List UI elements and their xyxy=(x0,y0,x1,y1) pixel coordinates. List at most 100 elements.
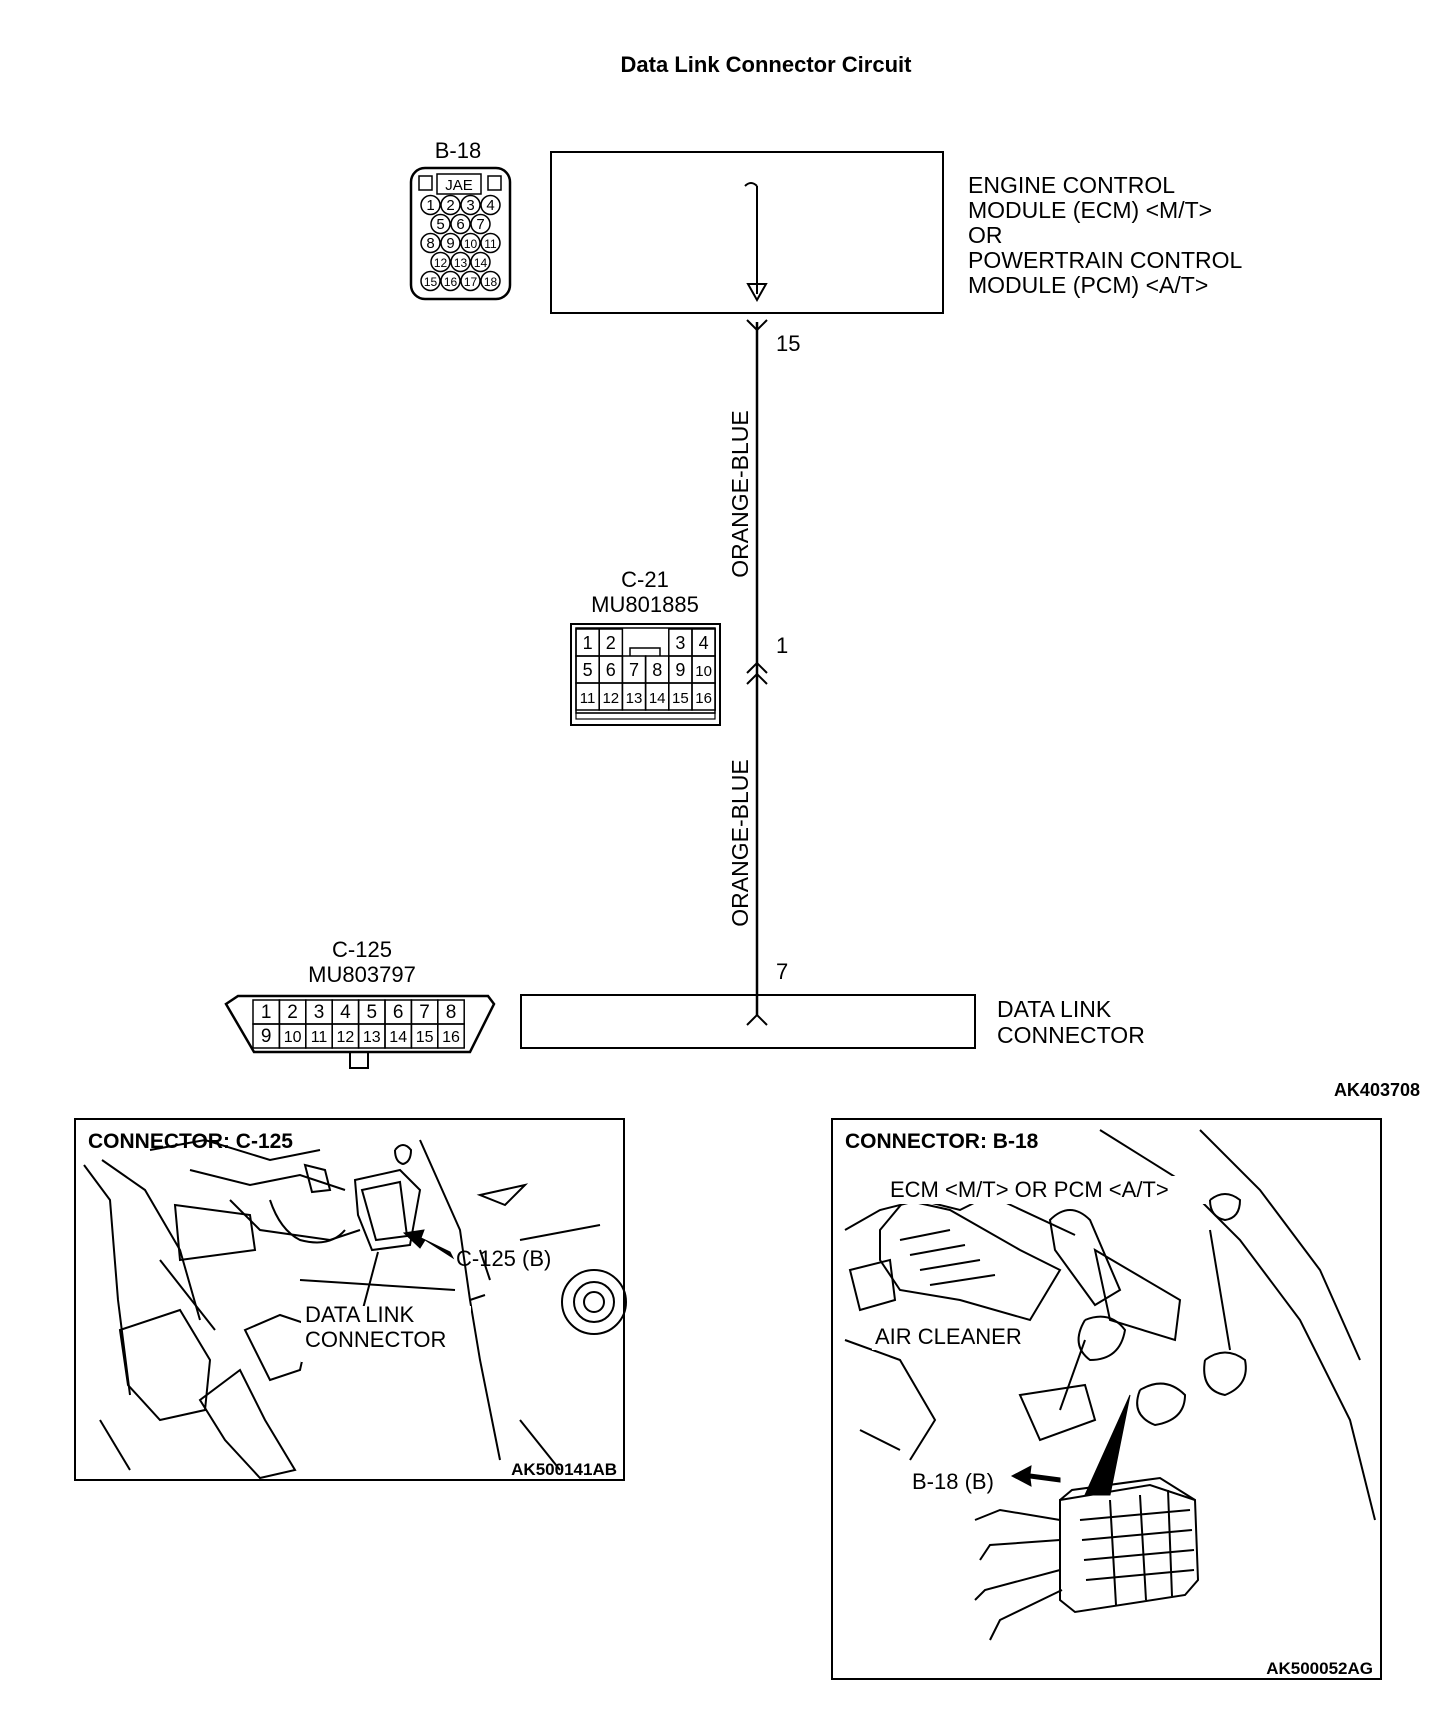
c21-pin-number: 1 xyxy=(776,633,788,658)
c21-pin-number: 15 xyxy=(672,690,689,707)
b18-pin-number: 1 xyxy=(426,197,434,214)
c125-arrow-icon xyxy=(402,1229,455,1260)
c125-pin-number: 3 xyxy=(314,1002,325,1023)
c125-pin-number: 14 xyxy=(389,1029,407,1046)
panel-b18-callout: B-18 (B) xyxy=(912,1469,994,1494)
panel-b18: CONNECTOR: B-18 ECM <M/T> OR PCM <A/T> A… xyxy=(831,1118,1382,1680)
c125-pin-number: 11 xyxy=(311,1029,328,1046)
b18-pin xyxy=(440,232,461,254)
panel-c125-heading: CONNECTOR: C-125 xyxy=(88,1130,293,1153)
c21-pin-number: 3 xyxy=(675,633,685,653)
b18-pin xyxy=(480,194,501,216)
b18-pin-number: 4 xyxy=(486,197,494,214)
wire-color-upper: ORANGE-BLUE xyxy=(727,410,753,577)
dlc-name-line2: CONNECTOR xyxy=(997,1022,1145,1048)
b18-pin xyxy=(440,270,461,292)
panel-c125-label-line2: CONNECTOR xyxy=(305,1327,446,1352)
b18-pin xyxy=(460,270,481,292)
panel-c125-label-line1: DATA LINK xyxy=(305,1302,415,1327)
b18-pin xyxy=(450,213,471,235)
b18-pin xyxy=(470,251,491,273)
b18-pin xyxy=(430,251,451,273)
svg-text:OR: OR xyxy=(968,222,1003,248)
ecm-terminal-symbol xyxy=(746,319,768,332)
svg-text:MODULE (PCM) <A/T>: MODULE (PCM) <A/T> xyxy=(968,272,1208,298)
c21-part-number: MU801885 xyxy=(591,592,699,617)
b18-pointer-icon xyxy=(1084,1394,1131,1496)
c125-pin-number: 2 xyxy=(287,1002,298,1023)
b18-pin-number: 8 xyxy=(426,235,434,252)
panel-b18-figure-id: AK500052AG xyxy=(1266,1659,1373,1678)
c21-pin-number: 6 xyxy=(606,660,616,680)
b18-pin-number: 2 xyxy=(446,197,454,214)
panel-c125-figure-id: AK500141AB xyxy=(511,1460,617,1479)
c125-pin-number: 9 xyxy=(261,1026,272,1047)
b18-pin xyxy=(480,270,501,292)
wire-color-lower: ORANGE-BLUE xyxy=(727,759,753,926)
c125-pin-number: 12 xyxy=(337,1029,355,1046)
c21-pin-number: 4 xyxy=(699,633,709,653)
c21-pin-number: 10 xyxy=(695,663,712,680)
c21-label: C-21 xyxy=(621,567,669,592)
b18-pin xyxy=(430,213,451,235)
b18-location-illustration xyxy=(844,1129,1376,1641)
ecm-box xyxy=(550,151,944,314)
svg-text:MODULE (ECM) <M/T>: MODULE (ECM) <M/T> xyxy=(968,197,1212,223)
panel-b18-ecm-label: ECM <M/T> OR PCM <A/T> xyxy=(890,1177,1169,1202)
ecm-internal-wire xyxy=(744,182,768,303)
c21-pin-number: 14 xyxy=(649,690,666,707)
b18-arrow-icon xyxy=(1010,1465,1061,1487)
c125-pin xyxy=(437,1023,465,1049)
c21-pin-number: 7 xyxy=(629,660,639,680)
b18-pin-number: 9 xyxy=(446,235,454,252)
b18-label: B-18 xyxy=(435,138,481,163)
c125-part-number: MU803797 xyxy=(308,962,416,987)
dlc-name-line1: DATA LINK xyxy=(997,996,1112,1022)
b18-pin xyxy=(420,194,441,216)
dlc-terminal-symbol xyxy=(746,1013,768,1026)
c21-pin-number: 2 xyxy=(606,633,616,653)
b18-pin-number: 7 xyxy=(476,216,484,233)
c125-pin-number: 1 xyxy=(261,1002,272,1023)
c21-pin-number: 5 xyxy=(583,660,593,680)
b18-maker: JAE xyxy=(445,177,473,194)
dlc-pin-number: 7 xyxy=(776,959,788,984)
b18-pin xyxy=(480,232,501,254)
c125-pin-number: 16 xyxy=(442,1029,460,1046)
b18-pin-number: 14 xyxy=(474,256,488,270)
b18-pin-number: 3 xyxy=(466,197,474,214)
dlc-box xyxy=(520,994,976,1049)
panel-b18-air-cleaner: AIR CLEANER xyxy=(875,1324,1022,1349)
b18-pin xyxy=(460,232,481,254)
c125-pin-number: 6 xyxy=(393,1002,404,1023)
b18-pin xyxy=(420,270,441,292)
c21-junction-symbol xyxy=(746,661,768,685)
c125-pin-number: 10 xyxy=(284,1029,302,1046)
b18-pin-number: 12 xyxy=(434,256,448,270)
c21-pin-number: 1 xyxy=(583,633,593,653)
b18-pin xyxy=(420,232,441,254)
b18-pin xyxy=(460,194,481,216)
c21-pin-number: 16 xyxy=(695,690,712,707)
diagram-title: Data Link Connector Circuit xyxy=(621,52,913,77)
c125-pin-number: 15 xyxy=(416,1029,434,1046)
b18-pin xyxy=(450,251,471,273)
b18-pin-number: 16 xyxy=(444,275,458,289)
c21-pin-number: 12 xyxy=(602,690,619,707)
b18-pin-number: 10 xyxy=(464,237,478,251)
c21-pin-number: 13 xyxy=(626,690,643,707)
c125-pin-number: 13 xyxy=(363,1029,381,1046)
c125-pin-number: 5 xyxy=(367,1002,378,1023)
b18-pin-number: 5 xyxy=(436,216,444,233)
c21-pin-number: 9 xyxy=(675,660,685,680)
c125-pin-number: 4 xyxy=(340,1002,351,1023)
b18-pin-number: 13 xyxy=(454,256,468,270)
b18-pin xyxy=(440,194,461,216)
b18-pin-number: 17 xyxy=(464,275,478,289)
panel-b18-heading: CONNECTOR: B-18 xyxy=(845,1130,1039,1153)
b18-pin-number: 11 xyxy=(484,237,497,251)
